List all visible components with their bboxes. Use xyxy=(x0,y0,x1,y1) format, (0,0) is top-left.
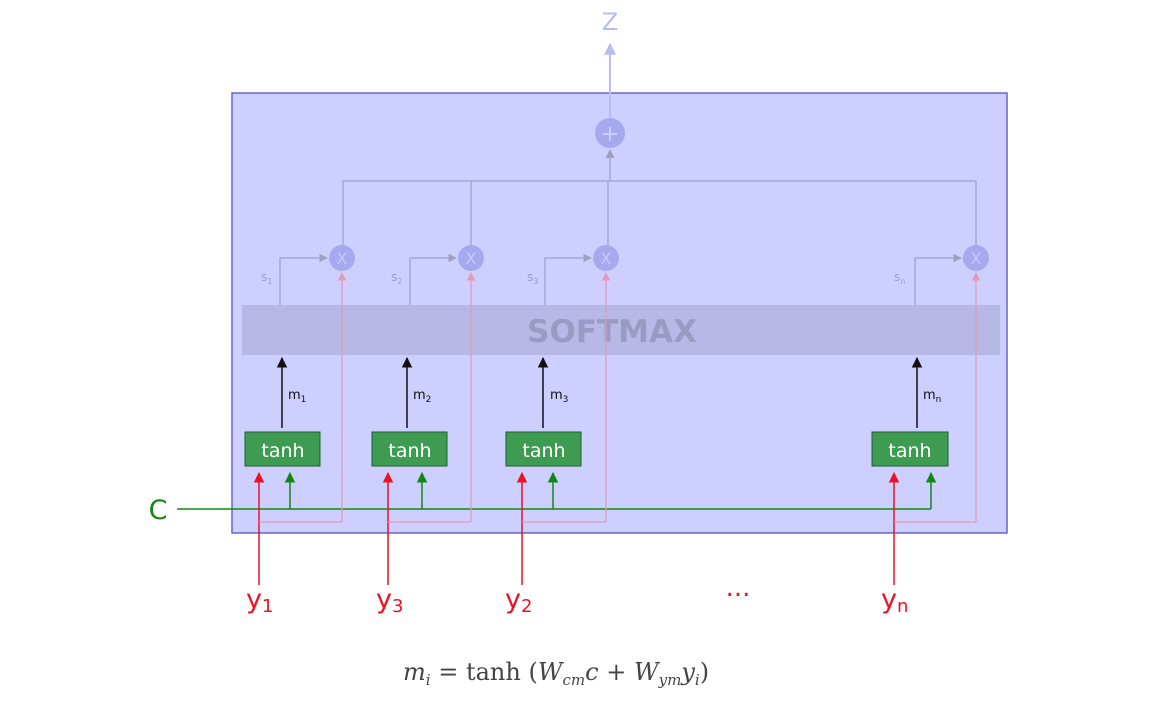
m-label: m1 xyxy=(288,388,306,405)
tanh-label: tanh xyxy=(388,440,431,462)
multiply-node xyxy=(458,245,484,271)
s-label: sn xyxy=(894,270,905,286)
multiply-node xyxy=(963,245,989,271)
output-label: Z xyxy=(602,8,618,36)
multiply-symbol: X xyxy=(971,249,982,268)
score-path xyxy=(279,253,328,305)
s-label: s2 xyxy=(391,270,402,286)
input-label: yn xyxy=(881,584,908,617)
column-2: tanh m2 s2 X y3 xyxy=(371,181,484,617)
input-label: y3 xyxy=(376,584,403,617)
column-1: tanh m1 s1 X y1 xyxy=(244,181,355,617)
m-label: m2 xyxy=(413,388,431,405)
tanh-box xyxy=(505,431,582,467)
ellipsis: ... xyxy=(726,573,751,603)
s-label: s1 xyxy=(261,270,272,286)
input-label: y2 xyxy=(505,584,532,617)
softmax-label: SOFTMAX xyxy=(527,314,697,350)
m-label: mn xyxy=(923,388,941,405)
column-3: tanh m3 s3 X y2 xyxy=(505,181,619,617)
multiply-node xyxy=(329,245,355,271)
multiply-symbol: X xyxy=(601,249,612,268)
s-label: s3 xyxy=(527,270,538,286)
input-label: y1 xyxy=(246,584,273,617)
score-path xyxy=(409,253,457,305)
context-label: C xyxy=(149,495,168,526)
score-path xyxy=(544,253,592,305)
column-n: tanh mn sn X yn xyxy=(871,181,989,617)
multiply-node xyxy=(593,245,619,271)
tanh-label: tanh xyxy=(522,440,565,462)
tanh-label: tanh xyxy=(888,440,931,462)
sum-node xyxy=(595,118,625,148)
multiply-symbol: X xyxy=(466,249,477,268)
tanh-box xyxy=(871,431,949,467)
score-path xyxy=(914,253,962,305)
tanh-box xyxy=(244,431,321,467)
sum-symbol: + xyxy=(601,122,619,147)
softmax-band xyxy=(242,305,1000,355)
tanh-label: tanh xyxy=(261,440,304,462)
tanh-box xyxy=(371,431,448,467)
formula: mi = tanh (Wcmc + Wymyi) xyxy=(403,658,709,689)
multiply-symbol: X xyxy=(337,249,348,268)
m-label: m3 xyxy=(550,388,568,405)
